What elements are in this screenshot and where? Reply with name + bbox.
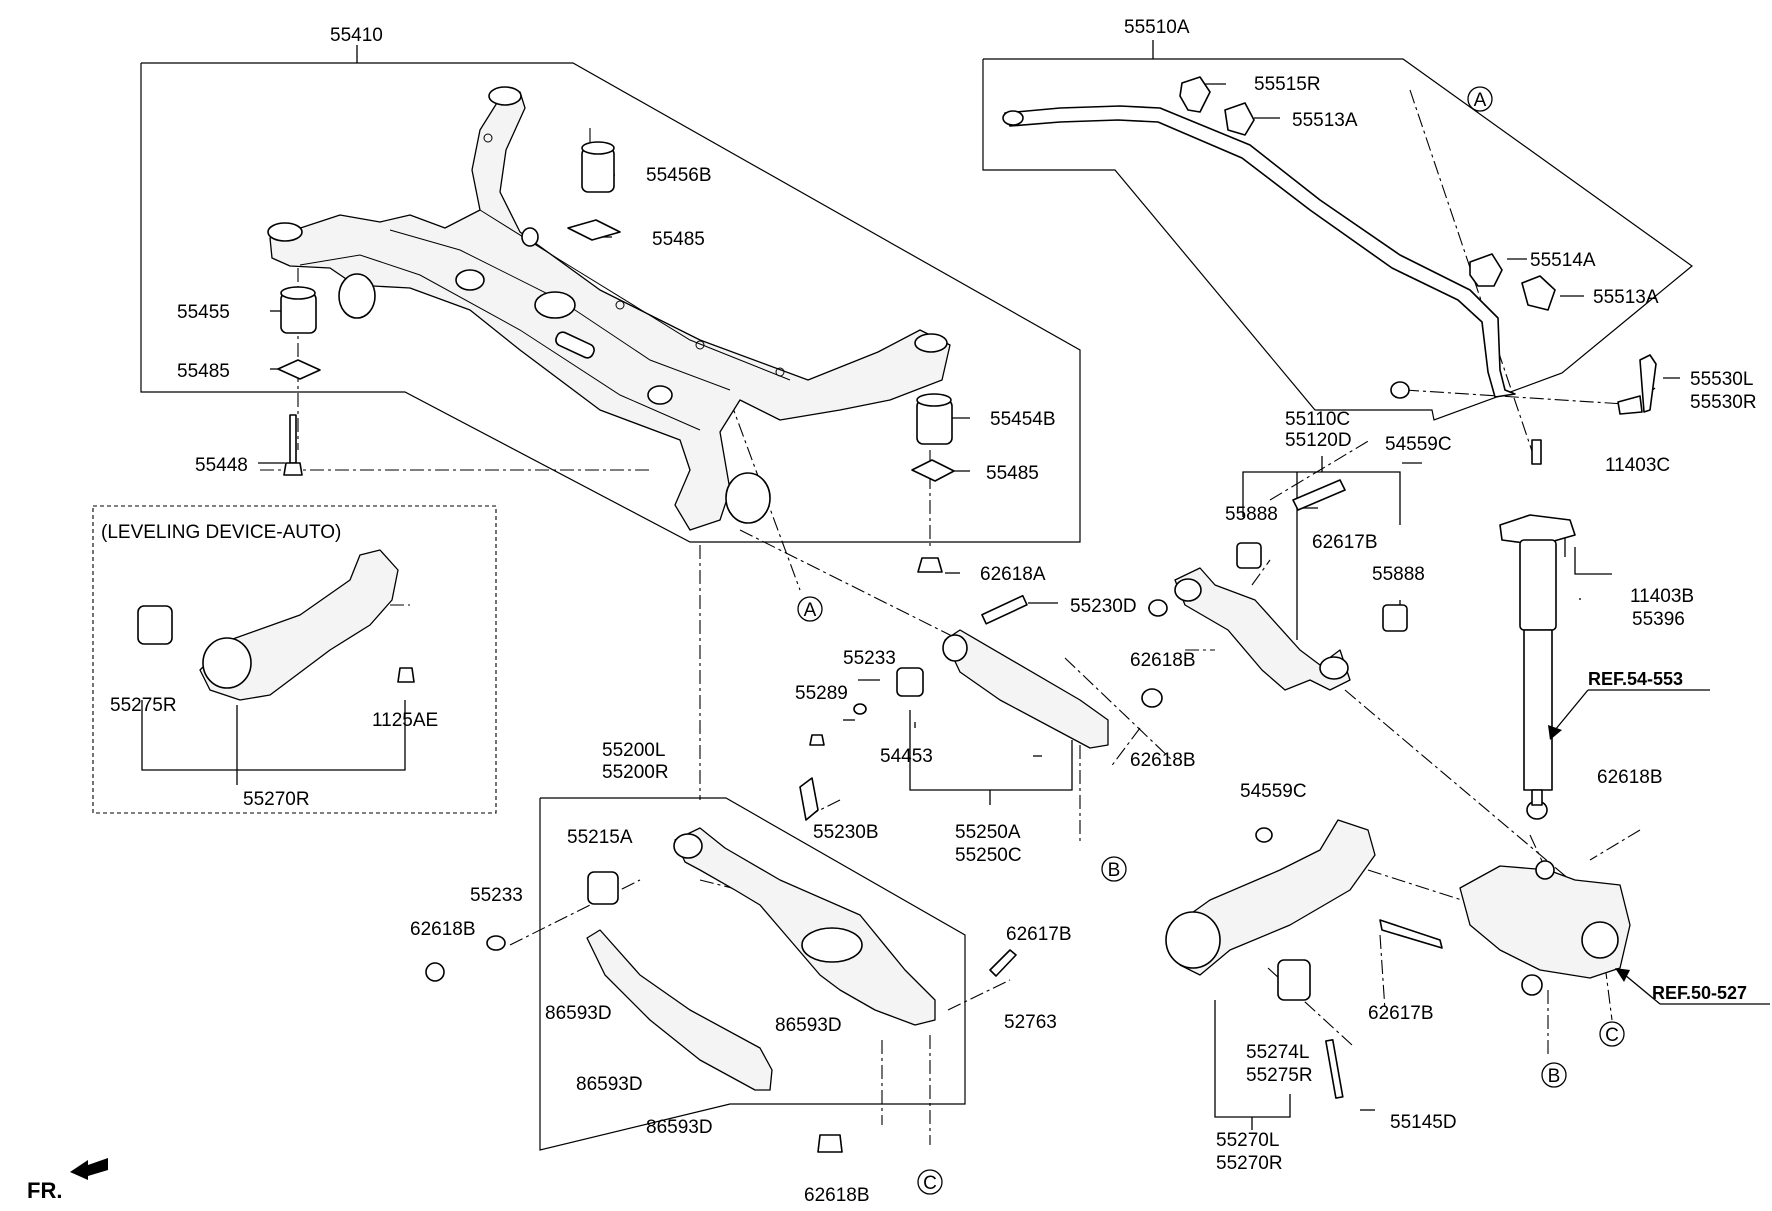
label-55200R: 55200R — [602, 762, 669, 783]
svg-text:C: C — [1605, 1025, 1619, 1046]
label-55275R-a: 55275R — [110, 695, 177, 716]
label-leveling-device: (LEVELING DEVICE-AUTO) — [101, 522, 341, 543]
part-labels: 55410 55456B 55485 55455 55485 55448 554… — [27, 17, 1757, 1206]
svg-text:A: A — [1474, 90, 1487, 111]
svg-text:B: B — [1108, 860, 1121, 881]
stabilizer-group-outline — [982, 58, 1693, 421]
stabilizer-bar — [1002, 76, 1657, 465]
label-55250C: 55250C — [955, 845, 1022, 866]
label-55396: 55396 — [1632, 609, 1685, 630]
label-62618B-e: 62618B — [1597, 767, 1663, 788]
upper-arm — [1148, 479, 1408, 691]
label-55233-b: 55233 — [470, 885, 523, 906]
marker-C-bottom: C — [917, 1169, 943, 1195]
label-55230B: 55230B — [813, 822, 879, 843]
label-54559C-b: 54559C — [1240, 781, 1307, 802]
label-55274L: 55274L — [1246, 1042, 1309, 1063]
crossmember-group-outline — [140, 62, 1081, 543]
label-55454B: 55454B — [990, 409, 1056, 430]
label-62618B-d: 62618B — [804, 1185, 870, 1206]
lower-arm — [425, 777, 1017, 1153]
rear-crossmember — [267, 86, 951, 531]
label-62617B-c: 62617B — [1368, 1003, 1434, 1024]
label-55448: 55448 — [195, 455, 248, 476]
lateral-link — [809, 594, 1163, 749]
label-86593D-c: 86593D — [576, 1074, 643, 1095]
label-55455: 55455 — [177, 302, 230, 323]
label-54559C-a: 54559C — [1385, 434, 1452, 455]
label-1125AE: 1125AE — [372, 710, 438, 731]
label-86593D-b: 86593D — [775, 1015, 842, 1036]
label-55289: 55289 — [795, 683, 848, 704]
label-86593D-d: 86593D — [646, 1117, 713, 1138]
label-55530R: 55530R — [1690, 392, 1757, 413]
label-55145D: 55145D — [1390, 1112, 1457, 1133]
label-55888-a: 55888 — [1225, 504, 1278, 525]
label-55510A: 55510A — [1124, 17, 1190, 38]
label-55270L: 55270L — [1216, 1130, 1279, 1151]
label-55200L: 55200L — [602, 740, 665, 761]
label-ref-50-527: REF.50-527 — [1652, 983, 1747, 1003]
crossmember-bushings — [277, 141, 955, 573]
label-52763: 52763 — [1004, 1012, 1057, 1033]
label-55233-a: 55233 — [843, 648, 896, 669]
ref-arrows — [1548, 689, 1770, 1005]
label-62618B-b: 62618B — [1130, 750, 1196, 771]
label-55485-c: 55485 — [986, 463, 1039, 484]
label-54453: 54453 — [880, 746, 933, 767]
label-55515R: 55515R — [1254, 74, 1321, 95]
label-55275R-b: 55275R — [1246, 1065, 1313, 1086]
label-front: FR. — [27, 1178, 62, 1203]
leader-lines — [141, 40, 1680, 1130]
label-55485-b: 55485 — [177, 361, 230, 382]
label-55888-b: 55888 — [1372, 564, 1425, 585]
label-62617B-b: 62617B — [1006, 924, 1072, 945]
label-55485-a: 55485 — [652, 229, 705, 250]
leveling-device-box — [92, 505, 497, 814]
svg-text:C: C — [923, 1173, 937, 1194]
svg-text:A: A — [804, 600, 817, 621]
marker-B-mid: B — [1101, 856, 1127, 882]
label-55513A-a: 55513A — [1292, 110, 1358, 131]
label-55230D: 55230D — [1070, 596, 1137, 617]
lower-arm-group-outline — [539, 797, 966, 1151]
label-86593D-a: 86593D — [545, 1003, 612, 1024]
label-62618B-a: 62618B — [1130, 650, 1196, 671]
trailing-arm — [1165, 819, 1376, 1099]
label-55456B: 55456B — [646, 165, 712, 186]
label-55530L: 55530L — [1690, 369, 1753, 390]
leveling-arm — [137, 549, 415, 701]
label-55270R-a: 55270R — [243, 789, 310, 810]
label-11403C: 11403C — [1605, 455, 1670, 476]
label-55410: 55410 — [330, 25, 383, 46]
label-55250A: 55250A — [955, 822, 1021, 843]
marker-C-right: C — [1599, 1021, 1625, 1047]
label-62618B-c: 62618B — [410, 919, 476, 940]
shock-absorber — [1499, 514, 1581, 820]
label-55514A: 55514A — [1530, 250, 1596, 271]
label-55110C: 55110C — [1285, 409, 1350, 430]
label-ref-54-553: REF.54-553 — [1588, 669, 1683, 689]
label-55215A: 55215A — [567, 827, 633, 848]
knuckle — [1379, 860, 1631, 996]
label-11403B: 11403B — [1630, 586, 1694, 607]
label-55120D: 55120D — [1285, 430, 1352, 451]
fr-arrow — [70, 1158, 108, 1180]
marker-A-mid: A — [797, 596, 823, 622]
label-62618A: 62618A — [980, 564, 1046, 585]
svg-text:B: B — [1548, 1066, 1561, 1087]
marker-A-top: A — [1467, 86, 1493, 112]
label-55270R-b: 55270R — [1216, 1153, 1283, 1174]
label-62617B-a: 62617B — [1312, 532, 1378, 553]
marker-B-bottom: B — [1541, 1062, 1567, 1088]
label-55513A-b: 55513A — [1593, 287, 1659, 308]
